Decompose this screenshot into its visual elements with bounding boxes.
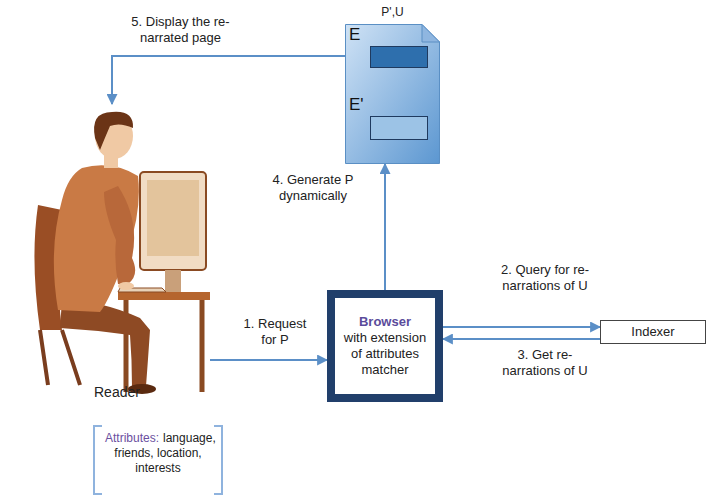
step-label: 4. Generate P dynamically [250,172,376,204]
flow-arrow [443,338,600,340]
flow-arrow [384,164,386,290]
browser-text: Browser [359,314,411,330]
monitor-screen [147,180,199,256]
attributes-text: Attributes: [105,431,159,445]
page-label: P',U [345,5,440,19]
desk-top [118,292,210,300]
step-label: 2. Query for re-narrations of U [499,262,591,294]
element-box: E' [370,116,428,140]
step-label: 5. Display the re-narrated page [118,14,243,46]
chair-legs [40,330,80,385]
element-label: E [349,26,360,44]
reader-figure: Reader [10,104,210,404]
person-torso [54,165,139,312]
element-box: E [370,46,428,68]
person-hair [94,112,133,150]
monitor [140,172,206,270]
document-shape [345,24,440,164]
person-arm [104,186,135,284]
bracket-line [94,426,222,494]
document-fold [422,25,440,43]
person-legs [60,300,150,386]
person-hand [118,282,134,290]
browser-box: Browserwith extension of attributes matc… [327,290,443,402]
flow-arrow [112,56,345,104]
indexer-box: Indexer [600,320,706,344]
monitor-stand [165,270,181,292]
reader-label: Reader [94,384,140,400]
flow-arrow [443,326,600,328]
page-document: EE'P',U [345,24,440,164]
step-label: 1. Request for P [235,316,315,348]
step-label: 3. Get re-narrations of U [499,347,591,379]
flow-arrow [210,359,327,361]
element-label: E' [349,96,364,114]
indexer-label: Indexer [631,324,674,340]
attributes-bracket: Attributes:language, friends, location, … [92,424,224,496]
browser-text: with extension of attributes matcher [339,330,431,378]
document-page [346,25,440,164]
